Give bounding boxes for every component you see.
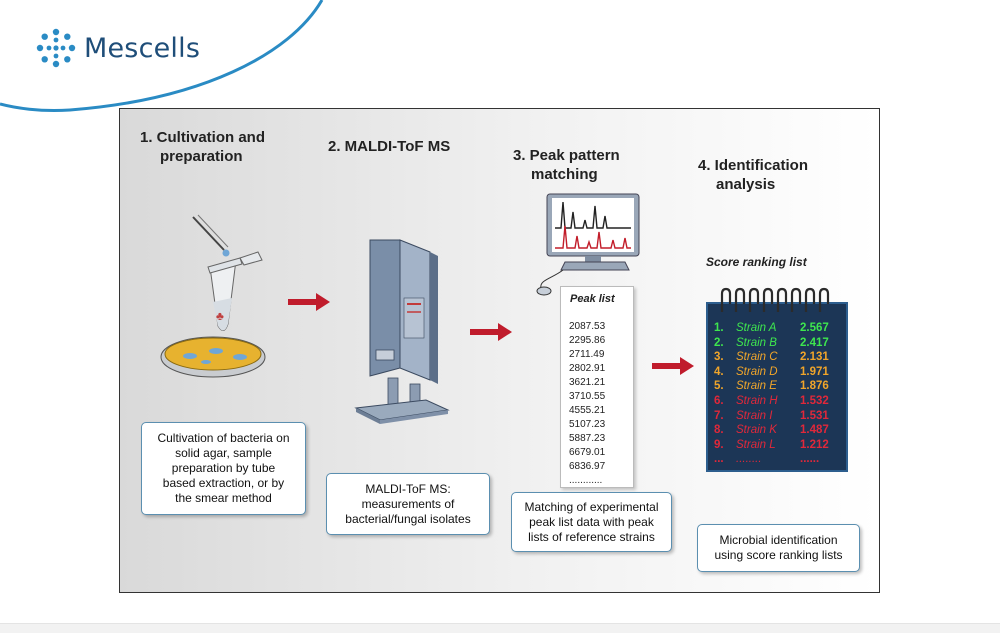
peak-value: 2711.49 (569, 349, 605, 360)
peak-value: 6679.01 (569, 447, 606, 458)
rank-score: ...... (800, 453, 820, 466)
score-ranking-row: 4. Strain D 1.971 (714, 365, 829, 380)
petri-dish-tube-illustration: ♣ (160, 214, 266, 378)
rank-num: 7. (714, 409, 724, 422)
score-ranking-list: 1. Strain A 2.567 2. Strain B 2.417 3. Strain C… (714, 321, 829, 467)
score-ranking-row: 7. Strain I 1.531 (714, 409, 829, 424)
rank-score: 1.212 (800, 438, 829, 451)
rank-num: 9. (714, 438, 724, 451)
step-4-title: 4. Identification analysis (698, 157, 809, 193)
step-2-title: 2. MALDI-ToF MS (328, 138, 451, 155)
rank-name: Strain B (736, 336, 777, 349)
rank-name: Strain A (736, 322, 777, 334)
peak-value: 3710.55 (569, 391, 606, 402)
rank-num: ... (714, 453, 724, 466)
step-1-title: 1. Cultivation and preparation (140, 129, 266, 165)
peak-list-values: 2087.53 2295.86 2711.49 2802.91 3621.21 … (569, 320, 605, 488)
rank-num: 4. (714, 365, 724, 378)
step-1-caption: Cultivation of bacteria on solid agar, s… (141, 422, 306, 515)
arrow-right-icon (470, 323, 512, 341)
rank-score: 2.131 (800, 351, 829, 364)
rank-score: 1.971 (800, 365, 829, 378)
peak-value: ............ (569, 475, 603, 486)
score-ranking-row: 6. Strain H 1.532 (714, 394, 829, 409)
notebook-spiral-rings (720, 287, 830, 312)
peak-list-title: Peak list (570, 293, 615, 305)
score-ranking-row: 1. Strain A 2.567 (714, 321, 829, 336)
peak-value: 5887.23 (569, 433, 606, 444)
rank-score: 2.417 (800, 336, 829, 349)
rank-score: 1.531 (800, 409, 829, 422)
peak-value: 6836.97 (569, 461, 606, 472)
rank-num: 2. (714, 336, 724, 349)
score-ranking-row: 2. Strain B 2.417 (714, 336, 829, 351)
rank-name: Strain I (736, 409, 773, 422)
rank-num: 5. (714, 380, 724, 393)
rank-name: Strain L (736, 438, 776, 451)
score-ranking-row: 5. Strain E 1.876 (714, 379, 829, 394)
rank-score: 1.487 (800, 424, 829, 437)
score-ranking-row: 3. Strain C 2.131 (714, 350, 829, 365)
computer-monitor-spectrum (536, 193, 640, 296)
rank-name: Strain E (736, 380, 777, 393)
arrow-right-icon (652, 357, 694, 375)
header-swoosh (0, 0, 324, 113)
rank-num: 3. (714, 351, 724, 364)
brand-logo[interactable]: Mescells (36, 28, 200, 68)
rank-name: Strain D (736, 365, 778, 378)
rank-num: 6. (714, 394, 724, 407)
peak-list-paper (560, 286, 634, 488)
score-ranking-title: Score ranking list (706, 255, 807, 269)
step-2-caption: MALDI-ToF MS: measurements of bacterial/… (326, 473, 490, 535)
mescells-logo-icon (36, 28, 76, 68)
peak-value: 2295.86 (569, 335, 606, 346)
rank-name: Strain K (736, 424, 777, 437)
score-ranking-row: 8. Strain K 1.487 (714, 423, 829, 438)
arrow-right-icon (288, 293, 330, 311)
rank-name: Strain H (736, 394, 778, 407)
rank-name: Strain C (736, 351, 778, 364)
brand-name: Mescells (84, 32, 201, 64)
rank-score: 1.876 (800, 380, 829, 393)
score-ranking-row: 9. Strain L 1.212 (714, 438, 829, 453)
peak-value: 2802.91 (569, 363, 606, 374)
rank-num: 1. (714, 322, 724, 334)
peak-value: 2087.53 (569, 321, 606, 332)
peak-value: 3621.21 (569, 377, 606, 388)
rank-score: 1.532 (800, 394, 829, 407)
score-ranking-row: ................. (714, 452, 829, 467)
footer-strip (0, 623, 1000, 633)
step-3-title: 3. Peak pattern matching (513, 147, 620, 183)
rank-score: 2.567 (800, 322, 829, 334)
peak-value: 4555.21 (569, 405, 606, 416)
step-4-caption: Microbial identification using score ran… (697, 524, 860, 572)
maldi-tof-instrument (354, 239, 450, 424)
peak-value: 5107.23 (569, 419, 606, 430)
step-3-caption: Matching of experimental peak list data … (511, 492, 672, 552)
rank-num: 8. (714, 424, 724, 437)
rank-name: ........ (736, 453, 762, 466)
svg-text:♣: ♣ (216, 309, 224, 323)
